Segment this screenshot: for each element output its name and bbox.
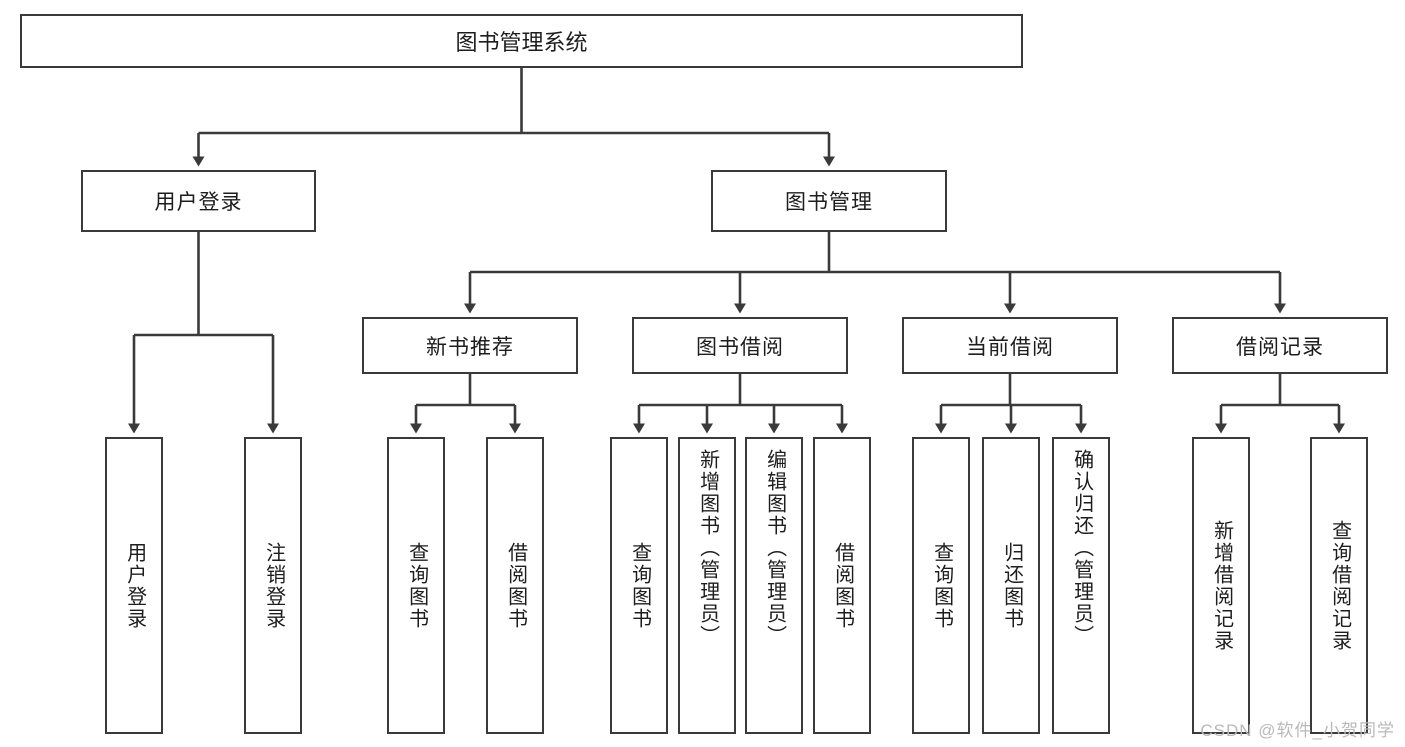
leaf-label: 新增借阅记录 <box>1210 519 1233 652</box>
leaf-label: 用户登录 <box>123 541 146 630</box>
leaf-label: 新增图书（管理员） <box>696 449 719 647</box>
leaf-label: 查询图书 <box>930 541 953 630</box>
node-label: 用户登录 <box>154 191 243 214</box>
node-new-book-recommend[interactable]: 新书推荐 <box>362 317 578 374</box>
leaf-label: 注销登录 <box>262 541 285 630</box>
node-current-borrow[interactable]: 当前借阅 <box>902 317 1118 374</box>
leaf-query-book-current[interactable]: 查询图书 <box>912 437 970 734</box>
node-book-borrow[interactable]: 图书借阅 <box>632 317 848 374</box>
node-label: 图书管理系统 <box>455 30 588 55</box>
node-borrow-record[interactable]: 借阅记录 <box>1172 317 1388 374</box>
node-label: 图书管理 <box>785 191 873 214</box>
leaf-edit-book-admin[interactable]: 编辑图书（管理员） <box>745 437 803 734</box>
leaf-user-logout[interactable]: 注销登录 <box>244 437 302 734</box>
node-label: 新书推荐 <box>426 335 514 359</box>
node-book-manage[interactable]: 图书管理 <box>711 170 947 232</box>
leaf-label: 借阅图书 <box>831 541 854 630</box>
leaf-return-book[interactable]: 归还图书 <box>982 437 1040 734</box>
leaf-label: 确认归还（管理员） <box>1070 449 1093 647</box>
leaf-label: 查询图书 <box>628 541 651 630</box>
leaf-label: 查询借阅记录 <box>1328 519 1351 652</box>
leaf-label: 编辑图书（管理员） <box>763 449 786 647</box>
leaf-borrow-book-borrow[interactable]: 借阅图书 <box>813 437 871 734</box>
node-root-book-management-system[interactable]: 图书管理系统 <box>20 14 1023 68</box>
leaf-label: 归还图书 <box>1000 541 1023 630</box>
node-label: 当前借阅 <box>966 335 1054 359</box>
leaf-query-borrow-record[interactable]: 查询借阅记录 <box>1310 437 1368 734</box>
leaf-add-book-admin[interactable]: 新增图书（管理员） <box>678 437 736 734</box>
leaf-user-login[interactable]: 用户登录 <box>105 437 163 734</box>
node-user-login[interactable]: 用户登录 <box>81 170 316 232</box>
node-label: 图书借阅 <box>696 335 784 359</box>
edges <box>128 68 1345 434</box>
leaf-borrow-book-recommend[interactable]: 借阅图书 <box>486 437 544 734</box>
leaf-add-borrow-record[interactable]: 新增借阅记录 <box>1192 437 1250 734</box>
leaf-query-book-borrow[interactable]: 查询图书 <box>610 437 668 734</box>
leaf-label: 借阅图书 <box>504 541 527 630</box>
leaf-confirm-return-admin[interactable]: 确认归还（管理员） <box>1052 437 1110 734</box>
leaf-label: 查询图书 <box>405 541 428 630</box>
leaf-query-book-recommend[interactable]: 查询图书 <box>387 437 445 734</box>
node-label: 借阅记录 <box>1236 335 1324 359</box>
